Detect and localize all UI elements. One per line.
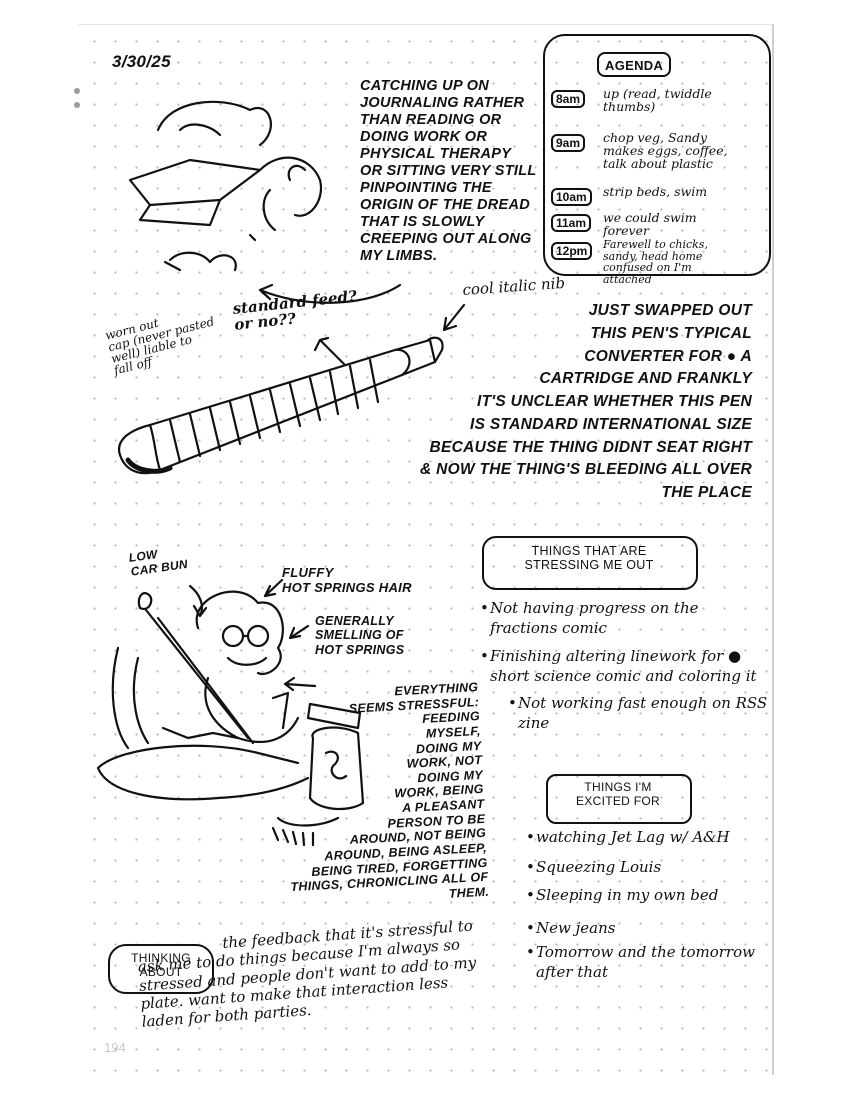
agenda-text: Farewell to chicks, sandy, head home con… [603, 238, 708, 286]
fountain-pen-sketch [117, 336, 444, 475]
agenda-time: 8am [551, 90, 586, 108]
list-item: Not having progress on the fractions com… [480, 598, 770, 639]
stressing-title-box: THINGS THAT ARE STRESSING ME OUT [482, 536, 698, 590]
fluffy-hair-label: FLUFFY HOT SPRINGS HAIR [282, 565, 412, 595]
excited-title: THINGS I'M EXCITED FOR [576, 780, 660, 808]
nib-arrow [442, 303, 466, 332]
agenda-text: chop veg, Sandy makes eggs, coffee, talk… [603, 130, 728, 172]
agenda-time: 11am [551, 214, 592, 232]
agenda-text: strip beds, swim [603, 184, 708, 199]
portrait-arrows [188, 578, 317, 692]
agenda-box: AGENDA 8am up (read, twiddle thumbs) 9am… [543, 34, 771, 285]
journal-page [78, 24, 774, 1075]
entry-date: 3/30/25 [112, 52, 171, 71]
thinking-title-box: THINKING ABOUT [108, 944, 214, 994]
intro-text: CATCHING UP ON JOURNALING RATHER THAN RE… [360, 78, 537, 264]
intro-arrow [258, 283, 402, 304]
list-item: Squeezing Louis [526, 858, 756, 878]
page-edge-marks [74, 88, 82, 114]
list-item: Not working fast enough on RSS zine [508, 693, 770, 734]
agenda-title-box: AGENDA [597, 52, 672, 77]
stressing-list: Not having progress on the fractions com… [480, 598, 770, 741]
sleeping-sketch [128, 100, 323, 272]
pen-story: JUST SWAPPED OUT THIS PEN'S TYPICAL CONV… [420, 302, 752, 502]
list-item: Sleeping in my own bed [526, 886, 756, 906]
self-portrait-sketch [96, 590, 365, 847]
list-item: Finishing altering linework for ● short … [480, 646, 770, 687]
list-item: New jeans [526, 919, 756, 939]
stressing-title: THINGS THAT ARE STRESSING ME OUT [524, 544, 654, 573]
excited-list: watching Jet Lag w/ A&H Squeezing Louis … [526, 828, 756, 990]
page-number: 194 [104, 1040, 126, 1055]
agenda-title: AGENDA [605, 58, 664, 73]
agenda-time: 9am [551, 134, 586, 152]
agenda-text: we could swim forever [603, 210, 697, 239]
agenda-time: 12pm [551, 242, 593, 260]
smelling-label: GENERALLY SMELLING OF HOT SPRINGS [315, 614, 405, 657]
list-item: Tomorrow and the tomorrow after that [526, 943, 756, 983]
excited-title-box: THINGS I'M EXCITED FOR [546, 774, 692, 824]
thinking-title: THINKING ABOUT [131, 951, 191, 979]
agenda-text: up (read, twiddle thumbs) [603, 86, 712, 115]
list-item: watching Jet Lag w/ A&H [526, 828, 756, 848]
agenda-time: 10am [551, 188, 592, 206]
